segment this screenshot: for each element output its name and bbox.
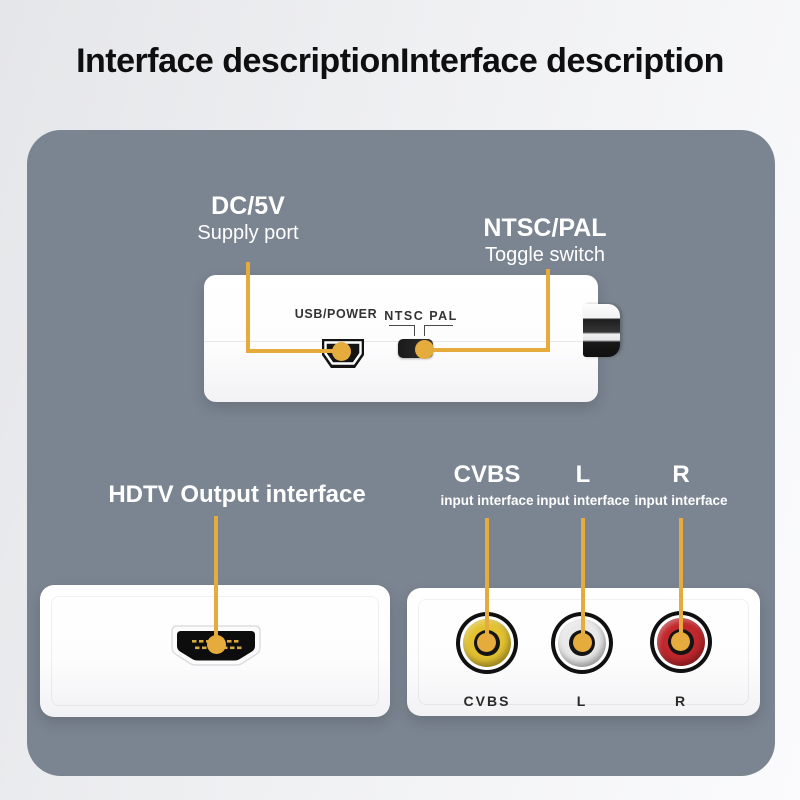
hdmi-leader-vertical <box>214 516 218 645</box>
hdmi-leader-dot <box>207 635 226 654</box>
usb-power-label: USB/POWER <box>294 307 378 321</box>
right-audio-leader-vertical <box>679 518 683 642</box>
ntsc-pal-annotation: NTSC/PAL Toggle switch <box>483 214 606 268</box>
cvbs-leader-vertical <box>485 518 489 643</box>
dc5v-label: DC/5V <box>211 192 285 220</box>
right-audio-annotation: R input interface <box>634 461 727 509</box>
ntsc-pal-label: NTSC/PAL <box>483 214 607 242</box>
diagram-panel: DC/5V Supply port NTSC/PAL Toggle switch… <box>27 130 775 776</box>
dc5v-leader-horizontal <box>246 349 345 353</box>
left-audio-leader-vertical <box>581 518 585 643</box>
right-audio-leader-dot <box>671 632 690 651</box>
converter-top-view: USB/POWER NTSC PAL <box>204 275 620 402</box>
dc5v-sublabel: Supply port <box>197 221 299 244</box>
left-audio-label: L <box>575 461 591 488</box>
ntsc-pal-sublabel: Toggle switch <box>484 243 606 266</box>
side-rca-connector <box>583 304 620 357</box>
ntsc-leader-dot <box>415 340 434 359</box>
left-audio-leader-dot <box>573 633 592 652</box>
dc5v-leader-vertical <box>246 262 250 353</box>
left-audio-annotation: L input interface <box>536 461 629 509</box>
cvbs-annotation: CVBS input interface <box>440 461 533 509</box>
ntsc-position-mark <box>389 325 415 336</box>
right-audio-print-label: R <box>674 693 688 709</box>
ntsc-leader-vertical <box>546 269 550 352</box>
ntsc-pal-print-label: NTSC PAL <box>384 309 458 323</box>
hdtv-annotation: HDTV Output interface <box>108 481 366 508</box>
dc5v-leader-dot <box>332 342 351 361</box>
dc5v-annotation: DC/5V Supply port <box>197 192 298 246</box>
left-audio-print-label: L <box>576 693 588 709</box>
cvbs-print-label: CVBS <box>463 693 511 709</box>
cvbs-label: CVBS <box>453 461 521 488</box>
cvbs-sublabel: input interface <box>440 492 534 508</box>
left-audio-sublabel: input interface <box>536 492 630 508</box>
ntsc-leader-horizontal <box>424 348 550 352</box>
cvbs-leader-dot <box>477 633 496 652</box>
pal-position-mark <box>424 325 453 336</box>
right-audio-sublabel: input interface <box>634 492 728 508</box>
right-audio-label: R <box>672 461 690 488</box>
page-title: Interface descriptionInterface descripti… <box>76 42 724 80</box>
